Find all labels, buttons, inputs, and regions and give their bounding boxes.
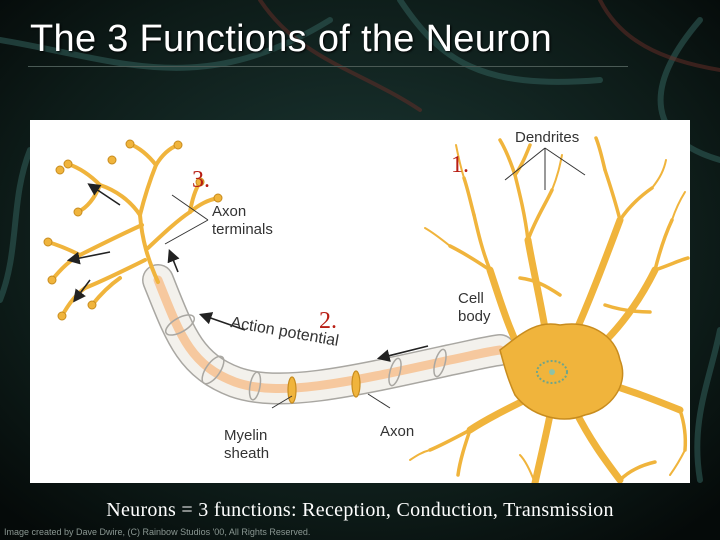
label-axon-terminals-line1: Axon <box>212 203 246 220</box>
title-underline <box>28 66 628 67</box>
label-myelin-sheath-line1: Myelin <box>224 427 267 444</box>
nodes-of-ranvier <box>287 370 361 404</box>
leader-lines <box>164 147 586 409</box>
synaptic-knobs <box>43 139 223 321</box>
label-cell-body-line1: Cell <box>458 290 484 307</box>
signal-arrows <box>66 183 429 362</box>
marker-2: 2. <box>319 308 337 334</box>
label-axon-terminals-line2: terminals <box>212 221 273 238</box>
slide-caption: Neurons = 3 functions: Reception, Conduc… <box>106 499 614 521</box>
axon <box>142 264 516 405</box>
cell-body <box>499 323 624 420</box>
label-axon: Axon <box>380 423 414 440</box>
nucleus <box>536 360 568 384</box>
dendrites <box>409 136 690 487</box>
neuron-diagram: Dendrites Axon terminals Cell body Actio… <box>43 129 690 487</box>
label-cell-body-line2: body <box>458 308 491 325</box>
marker-3: 3. <box>192 167 210 193</box>
marker-1: 1. <box>451 152 469 178</box>
label-myelin-sheath-line2: sheath <box>224 445 269 462</box>
label-dendrites: Dendrites <box>515 129 579 146</box>
slide-title: The 3 Functions of the Neuron <box>30 18 552 60</box>
neuron-diagram-panel: Dendrites Axon terminals Cell body Actio… <box>30 120 690 487</box>
image-credit: Image created by Dave Dwire, (C) Rainbow… <box>4 527 311 537</box>
